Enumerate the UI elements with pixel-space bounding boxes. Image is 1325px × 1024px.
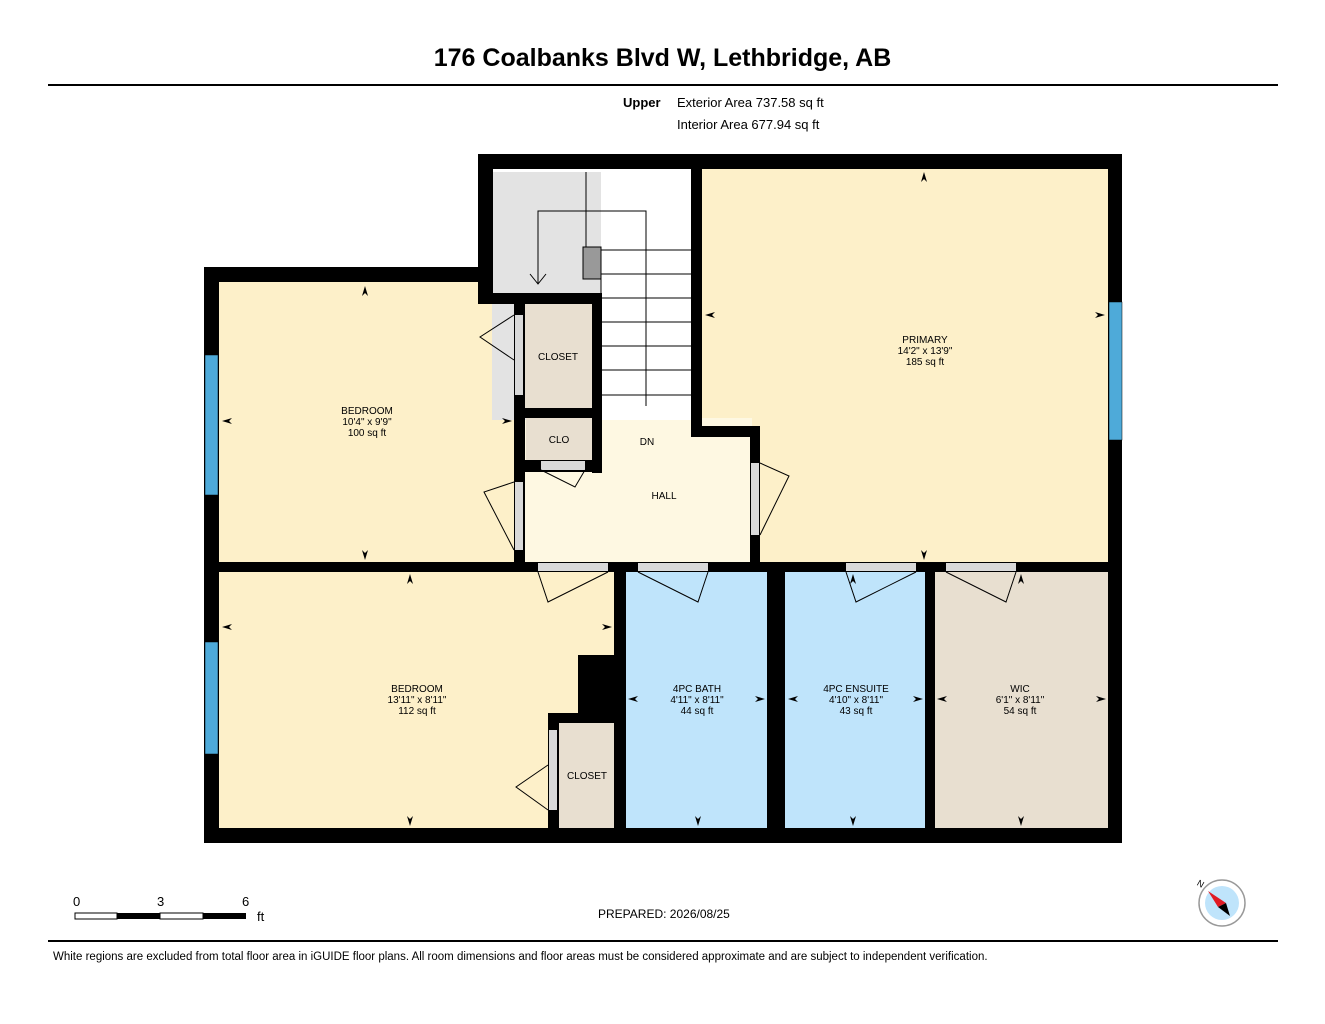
ensuite-dims: 4'10" x 8'11" <box>829 695 884 706</box>
compass-icon: N <box>1195 878 1246 927</box>
door-swings <box>479 314 1017 811</box>
wic-area: 54 sq ft <box>1004 706 1037 717</box>
interior-area: Interior Area 677.94 sq ft <box>677 117 820 132</box>
primary-area: 185 sq ft <box>906 357 945 368</box>
bath-dims: 4'11" x 8'11" <box>670 695 724 706</box>
scale-tick-0: 0 <box>73 894 81 909</box>
plan-title: 176 Coalbanks Blvd W, Lethbridge, AB <box>433 44 892 72</box>
closet-lower-room <box>558 722 616 830</box>
floor-label: Upper <box>623 95 661 110</box>
primary-dims: 14'2" x 13'9" <box>898 346 953 357</box>
bedroom-upper-dims: 10'4" x 9'9" <box>342 417 392 428</box>
wic-label: WIC <box>1010 684 1029 695</box>
door-openings <box>515 315 1016 810</box>
scale-tick-6: 6 <box>242 894 250 909</box>
bedroom-upper-label: BEDROOM <box>341 406 393 417</box>
closet-upper-room <box>522 302 594 408</box>
disclaimer-text: White regions are excluded from total fl… <box>53 951 988 963</box>
closet-lower-label: CLOSET <box>567 771 607 782</box>
bath-room <box>625 570 768 830</box>
bedroom-lower-area: 112 sq ft <box>398 706 436 717</box>
scale-unit: ft <box>257 909 265 924</box>
bath-area: 44 sq ft <box>681 706 714 717</box>
hall-label: HALL <box>651 491 676 502</box>
clo-room <box>526 418 592 460</box>
bedroom-lower-dims: 13'11" x 8'11" <box>388 695 447 706</box>
clo-label: CLO <box>549 435 570 446</box>
wic-dims: 6'1" x 8'11" <box>996 695 1045 706</box>
scale-tick-3: 3 <box>157 894 165 909</box>
bedroom-upper-room <box>217 281 517 565</box>
ensuite-area: 43 sq ft <box>840 706 873 717</box>
ensuite-label: 4PC ENSUITE <box>823 684 889 695</box>
stairs-label: DN <box>640 437 654 448</box>
bedroom-upper-area: 100 sq ft <box>348 428 387 439</box>
windows <box>204 301 1123 755</box>
primary-room <box>700 167 1110 565</box>
primary-label: PRIMARY <box>902 335 948 346</box>
ensuite-room <box>784 570 926 830</box>
exterior-area: Exterior Area 737.58 sq ft <box>677 95 824 110</box>
newel-post <box>582 246 602 280</box>
header-divider <box>48 84 1278 86</box>
footer-divider <box>48 940 1278 942</box>
prepared-date: PREPARED: 2026/08/25 <box>598 907 730 921</box>
dimension-arrows <box>222 172 1106 826</box>
wic-room <box>934 570 1110 830</box>
compass-north-label: N <box>1195 878 1206 890</box>
stair-treads <box>529 172 692 420</box>
closet-upper-label: CLOSET <box>538 352 578 363</box>
bath-label: 4PC BATH <box>673 684 721 695</box>
bedroom-lower-label: BEDROOM <box>391 684 443 695</box>
scale-bar <box>74 912 246 920</box>
